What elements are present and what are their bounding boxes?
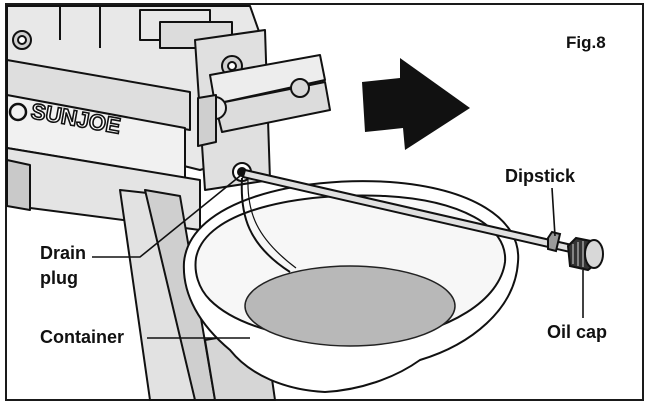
figure-number: Fig.8 [566,33,606,52]
dipstick-label: Dipstick [505,166,576,186]
machine-body [6,5,331,401]
oil-stream [240,177,291,273]
drain-plug-label-line2: plug [40,268,78,288]
leader-lines [92,175,584,339]
drain-plug-label-line1: Drain [40,243,87,263]
oil-cap [566,236,604,272]
oil-container [182,180,520,394]
dipstick-leader [551,187,556,237]
drain-plug-leader [92,175,241,258]
direction-arrow [362,58,470,150]
container-label: Container [40,327,125,347]
dipstick [241,168,604,272]
oil-cap-label: Oil cap [547,322,608,342]
